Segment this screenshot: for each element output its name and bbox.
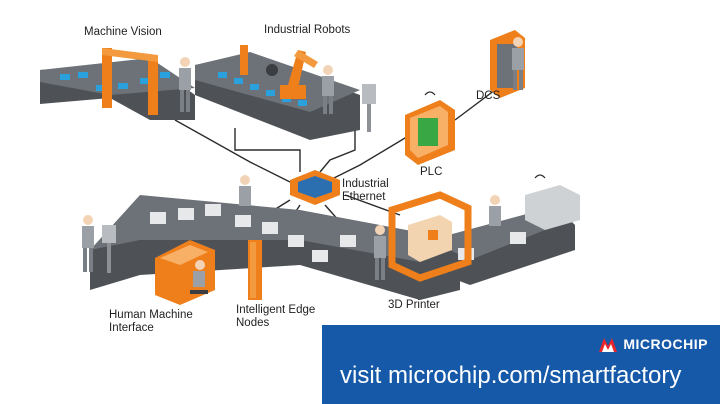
end-station bbox=[525, 174, 580, 230]
microchip-logo: MICROCHIP bbox=[598, 335, 708, 353]
terminal-stand bbox=[362, 84, 376, 132]
label-hmi-line1: Human Machine bbox=[109, 309, 193, 321]
worker-figure-left bbox=[82, 215, 94, 272]
microchip-logo-icon bbox=[599, 338, 618, 352]
machine-vision-gantry bbox=[102, 48, 158, 115]
label-3d-printer: 3D Printer bbox=[388, 299, 440, 311]
label-edge-line2: Nodes bbox=[236, 317, 270, 329]
plc-cabinet bbox=[405, 91, 455, 165]
label-industrial-ethernet-line2: Ethernet bbox=[342, 191, 386, 203]
ethernet-switch bbox=[290, 170, 340, 205]
worker-figure-dcs bbox=[512, 37, 524, 90]
label-intelligent-edge-nodes: Intelligent Edge Nodes bbox=[236, 304, 315, 330]
worker-figure-2 bbox=[322, 65, 334, 114]
label-plc: PLC bbox=[420, 166, 443, 178]
brand-name: MICROCHIP bbox=[623, 336, 708, 352]
industrial-robot-arm bbox=[240, 45, 318, 99]
hmi-console bbox=[155, 240, 215, 305]
label-hmi: Human Machine Interface bbox=[109, 309, 193, 335]
worker-figure-1 bbox=[179, 57, 191, 112]
promo-banner[interactable]: MICROCHIP visit microchip.com/smartfacto… bbox=[322, 325, 720, 404]
robot-conveyor bbox=[195, 52, 360, 140]
label-hmi-line2: Interface bbox=[109, 322, 154, 334]
worker-figure-hmi bbox=[190, 260, 208, 294]
dcs-cabinet bbox=[490, 30, 525, 98]
bottom-conveyor bbox=[90, 195, 460, 300]
label-dcs: DCS bbox=[476, 90, 501, 102]
intelligent-edge-node bbox=[248, 240, 262, 300]
label-industrial-ethernet: Industrial Ethernet bbox=[342, 178, 389, 204]
worker-figure-right bbox=[489, 195, 501, 226]
label-industrial-ethernet-line1: Industrial bbox=[342, 178, 389, 190]
worker-figure-mid bbox=[239, 175, 251, 206]
terminal-stand-left bbox=[102, 225, 116, 273]
visit-url-link[interactable]: visit microchip.com/smartfactory bbox=[340, 362, 682, 389]
label-industrial-robots: Industrial Robots bbox=[264, 24, 351, 36]
label-edge-line1: Intelligent Edge bbox=[236, 304, 316, 316]
worker-figure-printer bbox=[374, 225, 386, 280]
top-left-conveyor bbox=[40, 58, 195, 120]
3d-printer bbox=[388, 191, 472, 282]
label-machine-vision: Machine Vision bbox=[84, 26, 162, 38]
